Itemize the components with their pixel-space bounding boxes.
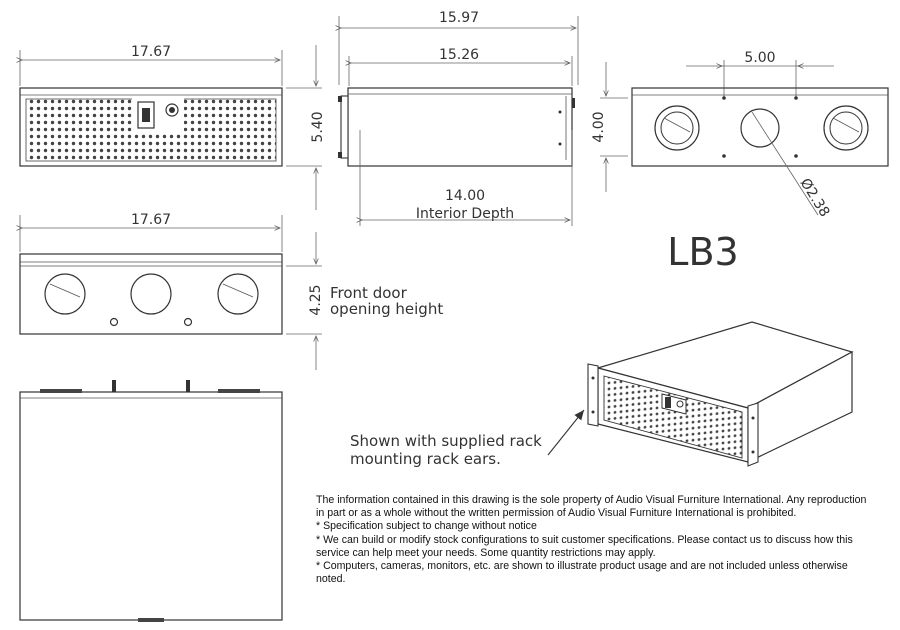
interior-depth-dimension: 14.00 [445, 188, 485, 204]
side-view: 15.97 15.26 14.00 Interior Depth [338, 10, 579, 226]
door-label-line1: Front door [330, 284, 408, 302]
side-inner-depth-dimension: 15.26 [439, 47, 479, 63]
front-view: 17.67 5.40 [20, 44, 326, 210]
rack-ears-note-line2: mounting rack ears. [350, 450, 501, 468]
isometric-view [547, 321, 854, 467]
rear-hole-diameter-dimension: Ø2.38 [797, 176, 833, 220]
custom-notice: * We can build or modify stock configura… [316, 533, 853, 559]
door-height-dimension: 4.25 [308, 284, 324, 315]
rear-height-dimension: 4.00 [591, 111, 607, 142]
notes-block: The information contained in this drawin… [316, 494, 876, 586]
interior-depth-label: Interior Depth [416, 206, 514, 222]
front-height-dimension: 5.40 [310, 111, 326, 142]
rack-ears-note-line1: Shown with supplied rack [350, 432, 542, 450]
model-label: LB3 [667, 230, 738, 274]
computers-notice: * Computers, cameras, monitors, etc. are… [316, 560, 848, 586]
power-switch-icon [137, 101, 155, 129]
front-door-view: 17.67 4.25 Front door opening height [20, 212, 443, 370]
rear-view: 5.00 4.00 Ø2.38 [591, 50, 889, 220]
front-width-dimension: 17.67 [131, 44, 171, 60]
side-outer-depth-dimension: 15.97 [439, 10, 479, 26]
property-notice: The information contained in this drawin… [316, 494, 867, 520]
spec-notice: * Specification subject to change withou… [316, 520, 537, 533]
rear-center-hole [740, 108, 780, 148]
rear-spacing-dimension: 5.00 [744, 50, 775, 66]
door-label-line2: opening height [330, 300, 443, 318]
door-width-dimension: 17.67 [131, 212, 171, 228]
top-view [19, 380, 283, 622]
